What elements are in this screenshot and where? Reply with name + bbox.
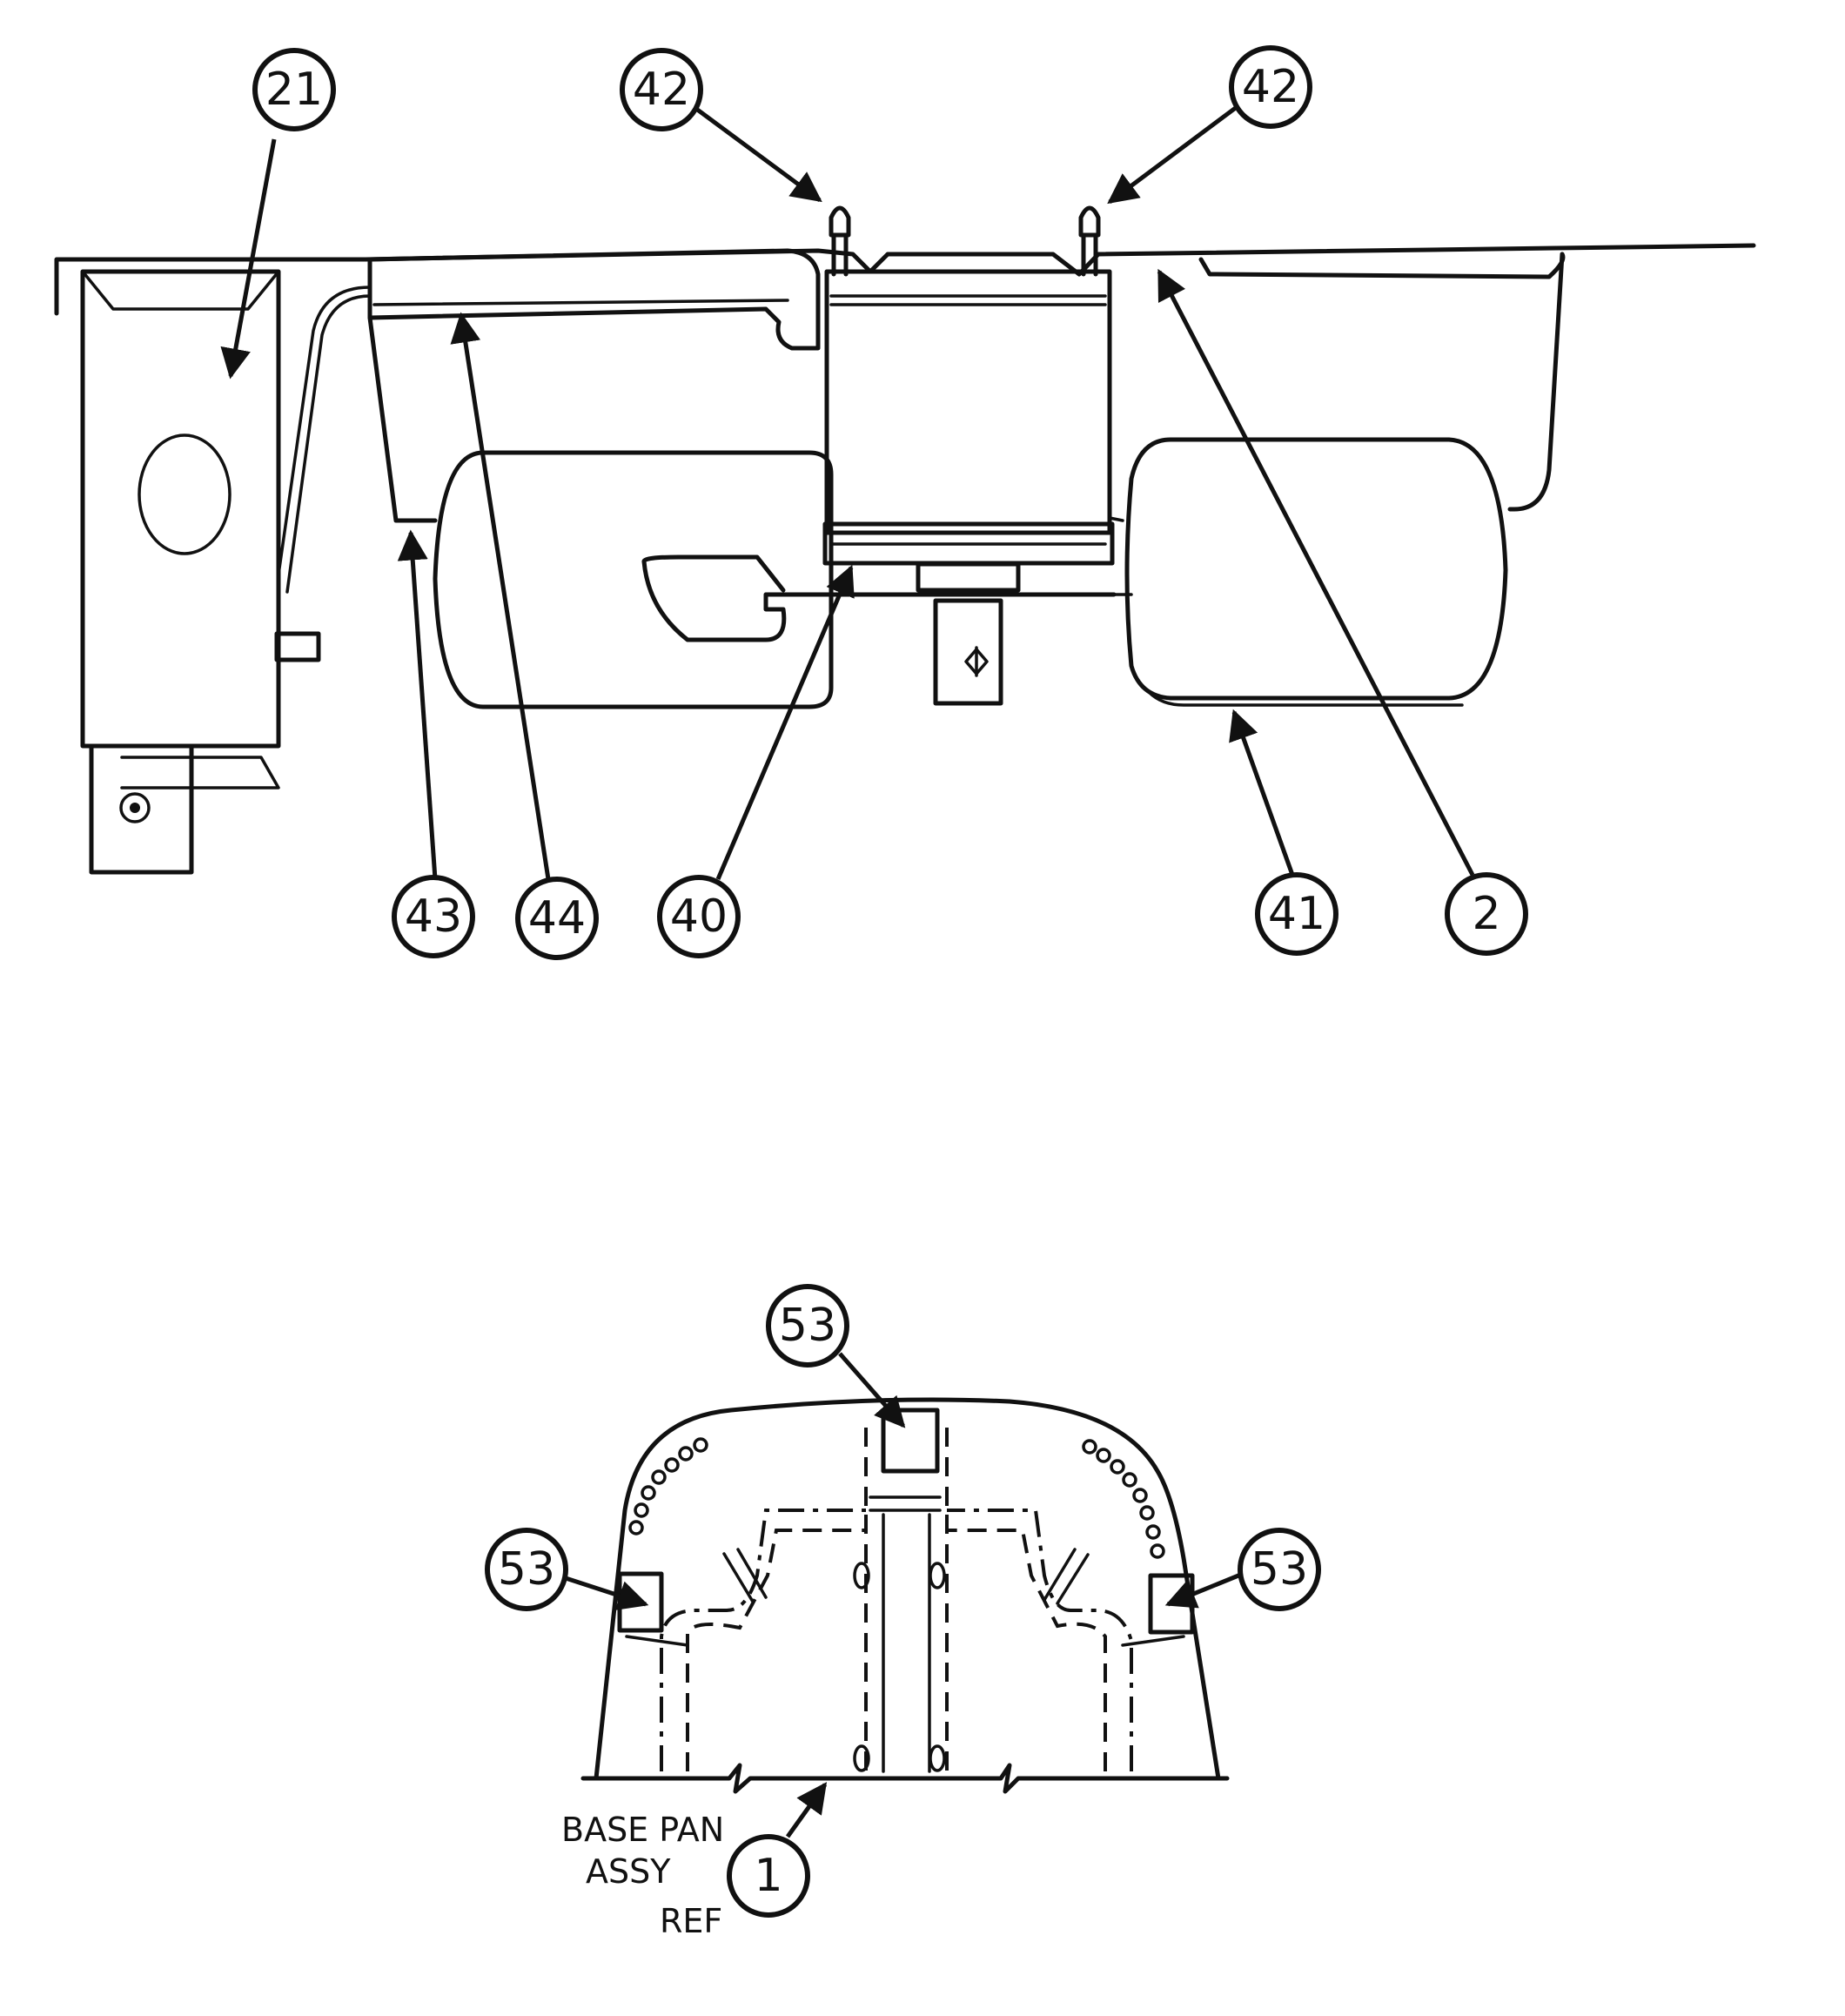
callout-42-left-text: 42: [633, 64, 690, 116]
vent-holes-right: [1082, 1439, 1165, 1559]
callout-2-text: 2: [1472, 888, 1500, 940]
base-pan-label: BASE PAN: [561, 1811, 724, 1849]
callout-43-text: 43: [405, 890, 462, 943]
callout-1-text: 1: [754, 1850, 782, 1902]
callout-40-text: 40: [670, 890, 728, 943]
left-shroud: [367, 248, 821, 523]
callout-53-top: 53: [766, 1284, 906, 1428]
right-shroud: [1108, 252, 1566, 522]
dome-outline: [594, 1397, 1221, 1781]
callout-21-text: 21: [265, 64, 323, 116]
callout-1: 1: [727, 1782, 828, 1918]
callout-43: 43: [392, 529, 475, 958]
control-box: [80, 269, 372, 875]
ref-label: REF: [660, 1902, 722, 1940]
callout-41: 41: [1229, 709, 1338, 956]
callout-53-left-text: 53: [498, 1543, 555, 1596]
floor-line: [580, 1763, 1230, 1794]
callout-21: 21: [220, 48, 336, 380]
callout-44: 44: [450, 312, 599, 960]
stud-left: [829, 205, 851, 277]
callout-42-left: 42: [620, 48, 822, 203]
callout-2: 2: [1157, 268, 1528, 956]
top-assembly-view: 21 42 42 43 44 40 41: [54, 45, 1756, 960]
stud-right: [1078, 205, 1101, 277]
left-fan-wheel: [433, 450, 1117, 709]
center-pad: [881, 1408, 940, 1474]
callout-40: 40: [657, 564, 855, 958]
callout-44-text: 44: [528, 892, 586, 944]
callout-53-right: 53: [1164, 1528, 1321, 1611]
vent-holes-left: [628, 1437, 708, 1536]
assy-label: ASSY: [586, 1852, 671, 1891]
callout-53-left: 53: [485, 1528, 649, 1611]
base-pan-view: 53 53 53 1 BASE PAN ASSY REF: [485, 1284, 1321, 1940]
callout-42-right-text: 42: [1242, 61, 1299, 113]
right-fan-wheel: [1124, 437, 1508, 707]
callout-53-right-text: 53: [1251, 1543, 1308, 1596]
callout-53-top-text: 53: [779, 1300, 836, 1352]
center-motor: [822, 269, 1133, 706]
callout-42-right: 42: [1107, 45, 1312, 205]
callout-41-text: 41: [1268, 888, 1325, 940]
